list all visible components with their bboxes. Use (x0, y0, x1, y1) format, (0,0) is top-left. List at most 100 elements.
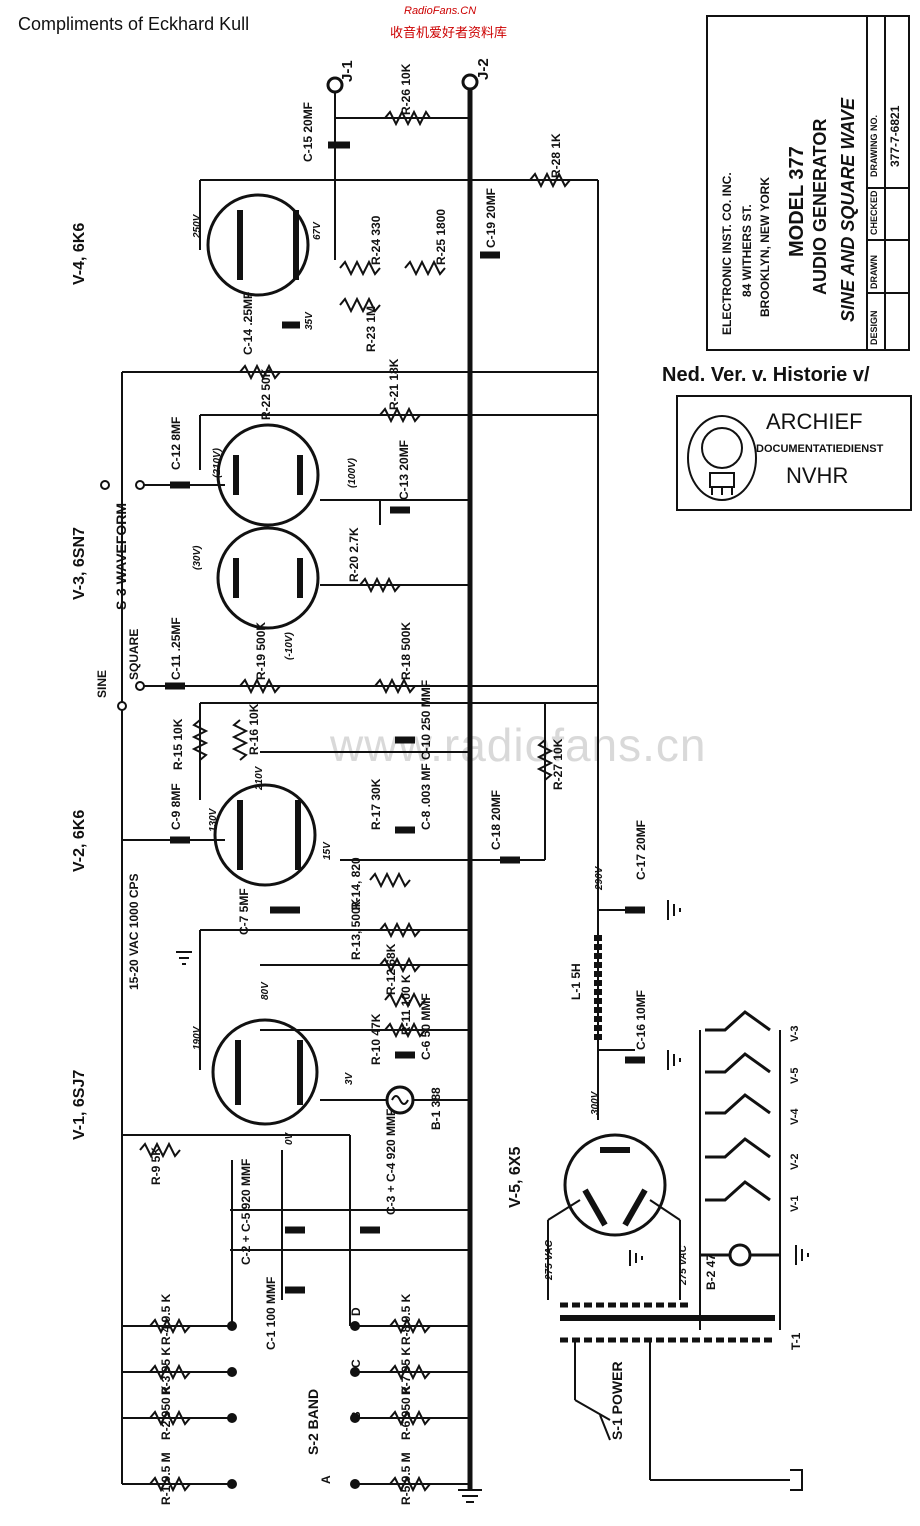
stamp-line1: ARCHIEF (766, 409, 863, 434)
label-band-d: D (349, 1307, 363, 1316)
title-col-checked: CHECKED (869, 190, 879, 235)
label-c10: C-10 250 MMF (419, 680, 433, 760)
label-band-c: C (349, 1359, 363, 1368)
archive-stamp: ARCHIEF DOCUMENTATIEDIENST NVHR (676, 395, 912, 511)
voltage-210: 210V (254, 765, 265, 791)
stamp-caption: Ned. Ver. v. Historie v/ (662, 364, 870, 386)
label-r15: R-15 10K (171, 718, 185, 770)
label-c19: C-19 20MF (484, 188, 498, 248)
label-r27: R-27 10K (551, 738, 565, 790)
resistor-r10 (384, 1021, 426, 1039)
resistor-r6 (389, 1409, 431, 1427)
label-c6: C-6 50 MMF (419, 993, 433, 1060)
waveform-switch-contacts[interactable] (100, 480, 145, 711)
heater-label-5: V-1 (789, 1195, 801, 1212)
title-col-design: DESIGN (869, 310, 879, 345)
label-b2: B-2 47 (704, 1254, 718, 1290)
label-r14: R-14, 820 (349, 857, 363, 910)
label-c9: C-9 8MF (169, 783, 183, 830)
tube-v3-upper (216, 423, 320, 527)
label-band-b: B (349, 1411, 363, 1420)
resistor-r22 (239, 363, 281, 381)
voltage-30: (30V) (192, 545, 203, 570)
resistor-r7 (389, 1363, 431, 1381)
label-c14: C-14 .25MF (241, 292, 255, 355)
title-model: MODEL 377 (786, 146, 808, 257)
voltage-neg10: (-10V) (284, 632, 295, 660)
label-j1: J-1 (339, 60, 356, 82)
resistor-r12 (379, 956, 421, 974)
band-switch-contacts[interactable] (227, 1321, 360, 1489)
resistor-r20 (359, 576, 401, 594)
resistor-r27 (536, 739, 554, 781)
title-product: AUDIO GENERATOR (810, 118, 830, 295)
label-r11: R-11 100 K (399, 974, 413, 1035)
label-v4: V-4, 6K6 (71, 223, 88, 285)
label-r19: R-19 500K (254, 622, 268, 680)
resistor-r16 (231, 719, 249, 761)
stamp-line2: DOCUMENTATIEDIENST (756, 443, 884, 455)
resistor-r19 (239, 677, 281, 695)
label-v2: V-2, 6K6 (71, 810, 88, 872)
label-c17: C-17 20MF (634, 820, 648, 880)
voltage-275-left: 275 VAC (544, 1239, 555, 1281)
label-c8: C-8 .003 MF (419, 763, 433, 830)
label-r1: R-1 9.5 M (159, 1452, 173, 1505)
label-r12: R-12 68K (384, 943, 398, 995)
title-drawing-number: 377-7-6821 (888, 105, 902, 167)
title-subtitle: SINE AND SQUARE WAVE (838, 97, 858, 322)
label-c11: C-11 .25MF (169, 617, 183, 680)
label-r2: R-2 950 K (159, 1385, 173, 1440)
label-r18: R-18 500K (399, 622, 413, 680)
label-c12: C-12 8MF (169, 417, 183, 470)
label-j2: J-2 (475, 58, 492, 80)
label-square: SQUARE (127, 629, 141, 680)
resistor-r28 (529, 171, 571, 189)
voltage-190: 190V (192, 1025, 203, 1050)
voltage-130: 130V (208, 807, 219, 832)
label-r16: R-16 10K (247, 703, 261, 755)
resistor-r3 (149, 1363, 191, 1381)
label-r13: R-13, 500K (349, 898, 363, 960)
jack-j2[interactable] (461, 73, 479, 91)
stamp-line3: NVHR (786, 463, 849, 488)
voltage-35: 35V (304, 311, 315, 330)
power-switch[interactable] (599, 1414, 803, 1491)
jack-j1[interactable] (326, 76, 344, 94)
resistor-r2 (149, 1409, 191, 1427)
voltage-100: (100V) (347, 457, 358, 488)
heater-label-2: V-5 (789, 1067, 801, 1084)
watermark: www.radiofans.cn (330, 719, 707, 771)
title-block: ELECTRONIC INST. CO. INC. 84 WITHERS ST.… (706, 15, 910, 351)
title-company: ELECTRONIC INST. CO. INC. (720, 172, 734, 335)
resistor-r4 (149, 1317, 191, 1335)
label-r23: R-23 1M (364, 306, 378, 352)
label-r22: R-22 50K (259, 368, 273, 420)
voltage-250: 250V (192, 213, 203, 239)
voltage-210-b: (210V) (212, 447, 223, 478)
label-r6: R-6 950 K (399, 1385, 413, 1440)
label-r20: R-20 2.7K (347, 527, 361, 582)
resistor-r14 (369, 871, 411, 889)
voltage-300: 300V (590, 1090, 601, 1115)
resistor-r8 (389, 1317, 431, 1335)
voltage-15: 15V (322, 841, 333, 860)
credit-text: Compliments of Eckhard Kull (18, 14, 250, 34)
label-v1: V-1, 6SJ7 (71, 1070, 88, 1140)
label-s2: S-2 BAND (305, 1389, 321, 1455)
label-r26: R-26 10K (399, 63, 413, 115)
label-c1: C-1 100 MMF (264, 1277, 278, 1350)
resistor-r13 (379, 921, 421, 939)
resistor-r24 (339, 259, 381, 277)
tube-v4 (206, 193, 310, 297)
title-col-drawing-no: DRAWING NO. (869, 115, 879, 177)
resistor-r5 (389, 1475, 431, 1493)
resistor-r25 (404, 259, 446, 277)
heater-label-1: V-3 (789, 1025, 801, 1042)
heater-label-3: V-4 (789, 1108, 801, 1125)
heater-label-4: V-2 (789, 1153, 801, 1170)
label-l1: L-1 5H (569, 963, 583, 1000)
voltage-3: 3V (344, 1071, 355, 1085)
tube-v3-lower (216, 526, 320, 630)
